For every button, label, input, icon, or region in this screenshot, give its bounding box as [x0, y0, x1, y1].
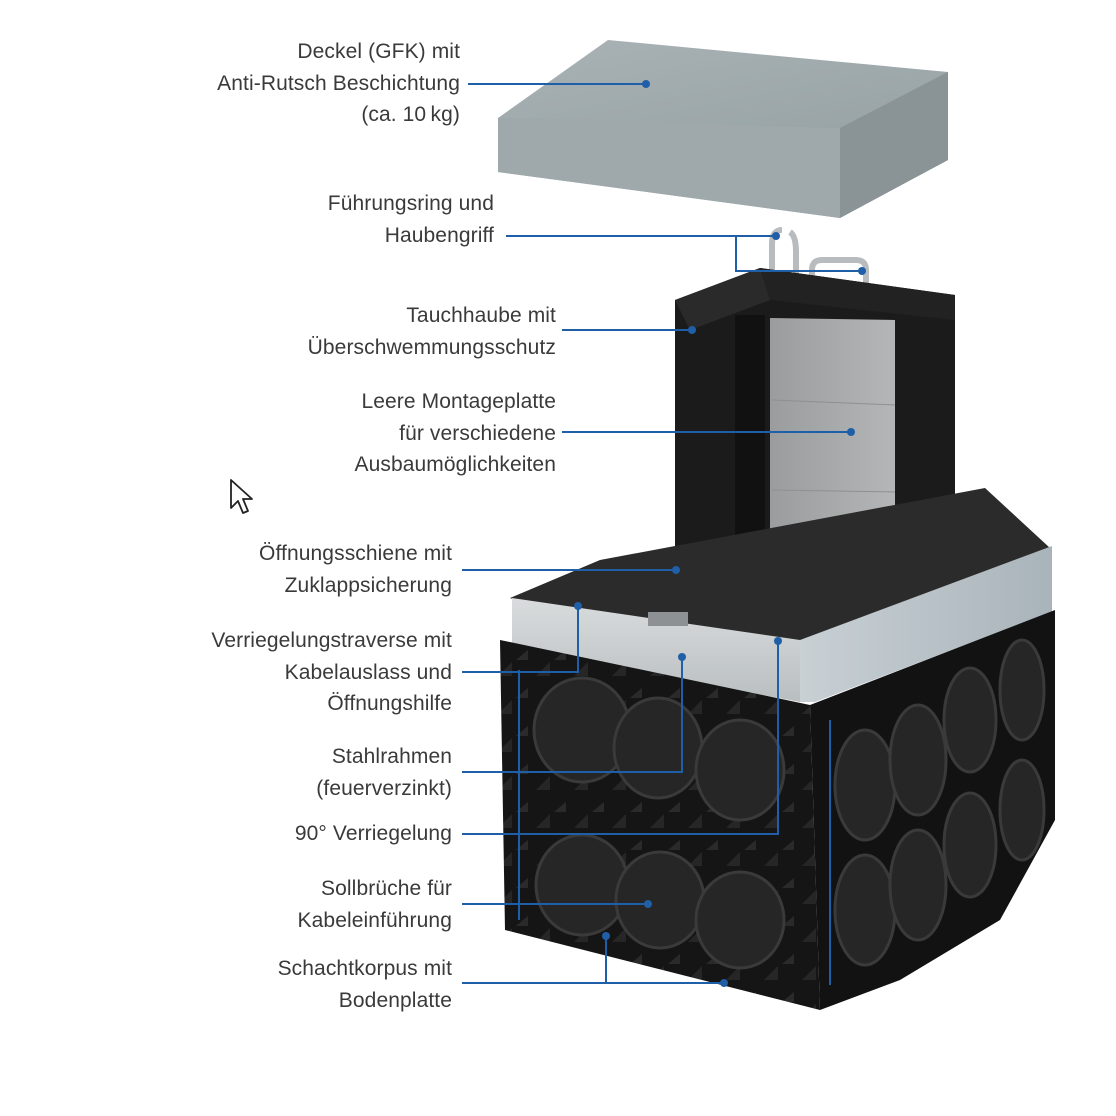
label-line: für verschiedene: [399, 421, 556, 445]
label-line: Kabelauslass und: [284, 660, 452, 684]
lid: [498, 40, 948, 218]
label-line: Bodenplatte: [338, 988, 452, 1012]
label-verriegelungstraverse: Verriegelungstraverse mit Kabelauslass u…: [211, 625, 452, 720]
label-line: Zuklappsicherung: [284, 573, 452, 597]
label-oeffnungsschiene: Öffnungsschiene mit Zuklappsicherung: [259, 538, 452, 601]
steel-frame: [510, 488, 1052, 702]
label-deckel: Deckel (GFK) mit Anti-Rutsch Beschichtun…: [217, 36, 460, 131]
label-line: Stahlrahmen: [331, 745, 452, 768]
leader-dots: [574, 80, 866, 987]
label-line: Öffnungshilfe: [327, 692, 452, 715]
label-stahlrahmen: Stahlrahmen (feuerverzinkt): [316, 741, 452, 804]
label-line: Öffnungsschiene mit: [259, 542, 452, 565]
label-line: 90° Verriegelung: [294, 822, 452, 845]
label-line: (ca. 10 kg): [361, 103, 460, 126]
label-line: Verriegelungstraverse mit: [211, 629, 452, 652]
label-line: Kabeleinführung: [297, 908, 452, 932]
shaft-body: [500, 610, 1055, 1010]
leader-lines: [462, 83, 862, 984]
label-montageplatte: Leere Montageplatte für verschiedene Aus…: [354, 386, 556, 481]
label-sollbrueche: Sollbrüche für Kabeleinführung: [298, 873, 452, 936]
label-line: Haubengriff: [384, 223, 494, 247]
label-line: Sollbrüche für: [321, 877, 452, 900]
label-line: Leere Montageplatte: [361, 390, 556, 413]
label-line: Deckel (GFK) mit: [297, 40, 460, 63]
label-line: (feuerverzinkt): [316, 776, 452, 800]
label-schachtkorpus: Schachtkorpus mit Bodenplatte: [278, 953, 452, 1016]
label-line: Ausbaumöglichkeiten: [354, 453, 556, 476]
label-line: Führungsring und: [327, 192, 494, 215]
label-verriegelung-90: 90° Verriegelung: [295, 818, 452, 850]
arrow-cursor-icon: [230, 479, 253, 514]
label-line: Anti-Rutsch Beschichtung: [217, 71, 460, 95]
label-tauchhaube: Tauchhaube mit Überschwemmungsschutz: [308, 300, 556, 363]
label-line: Überschwemmungsschutz: [307, 335, 556, 359]
label-line: Tauchhaube mit: [406, 304, 556, 327]
label-fuehrungsring: Führungsring und Haubengriff: [328, 188, 494, 251]
label-line: Schachtkorpus mit: [277, 957, 452, 980]
